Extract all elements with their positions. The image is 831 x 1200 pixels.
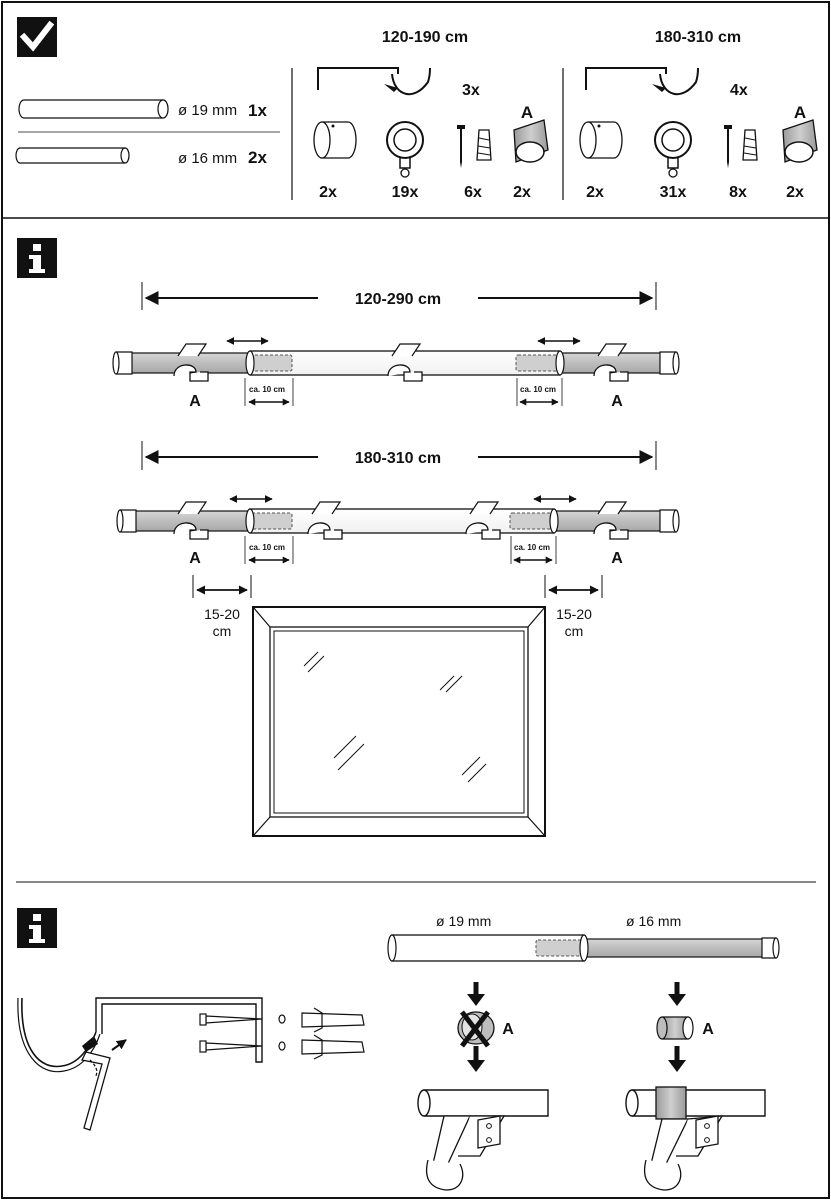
rod2-label-right: A bbox=[611, 550, 623, 567]
set1-ring-qty: 19x bbox=[392, 184, 419, 201]
set2-ring-qty: 31x bbox=[660, 184, 687, 201]
window-illustration bbox=[252, 606, 546, 837]
rod-19-qty: 1x bbox=[248, 101, 267, 120]
info-icon bbox=[17, 908, 57, 948]
rod2-overlap-left: ca. 10 cm bbox=[249, 543, 285, 552]
bracket-holder bbox=[593, 343, 629, 382]
rod1-label-left: A bbox=[189, 393, 201, 410]
rod-16mm bbox=[15, 147, 130, 164]
rod2-range: 180-310 cm bbox=[355, 450, 441, 467]
wall-bracket-mounting bbox=[17, 997, 365, 1131]
check-icon bbox=[17, 17, 57, 57]
set1-screw-qty: 6x bbox=[464, 184, 482, 201]
set2-bracket-qty: 4x bbox=[730, 82, 748, 99]
bracket-icon bbox=[317, 67, 431, 96]
end-cap-icon bbox=[313, 121, 357, 159]
rod1-label-right: A bbox=[611, 393, 623, 410]
bracket-holder bbox=[387, 343, 423, 382]
connector-a-icon bbox=[513, 119, 549, 163]
set2-range: 180-310 cm bbox=[655, 29, 741, 46]
set2-connector-qty: 2x bbox=[786, 184, 804, 201]
bottom-label-wrong: A bbox=[502, 1021, 514, 1038]
rod1-overlap-right: ca. 10 cm bbox=[520, 385, 556, 394]
set1-endcap-qty: 2x bbox=[319, 184, 337, 201]
set1-bracket-qty: 3x bbox=[462, 82, 480, 99]
rod-in-bracket-wrong bbox=[417, 1089, 549, 1191]
connector-right bbox=[656, 982, 694, 1072]
connector-a-icon bbox=[782, 119, 818, 163]
end-cap-icon bbox=[579, 121, 623, 159]
curtain-ring-icon bbox=[654, 121, 692, 178]
rod1-range: 120-290 cm bbox=[355, 291, 441, 308]
offset-left-value: 15-20 bbox=[204, 606, 240, 622]
set1-connector-qty: 2x bbox=[513, 184, 531, 201]
bracket-icon bbox=[585, 67, 699, 96]
telescopic-rod bbox=[387, 934, 780, 962]
rod1-overlap-left: ca. 10 cm bbox=[249, 385, 285, 394]
offset-right-unit: cm bbox=[565, 623, 584, 639]
bracket-holder bbox=[593, 501, 629, 540]
rod-16-diameter: ø 16 mm bbox=[178, 150, 237, 167]
bracket-holder bbox=[173, 343, 209, 382]
bottom-dia-19: ø 19 mm bbox=[436, 913, 491, 929]
set2-connector-label: A bbox=[794, 103, 806, 122]
rod-16-qty: 2x bbox=[248, 148, 267, 167]
rod2-label-left: A bbox=[189, 550, 201, 567]
rod-in-bracket-right bbox=[625, 1086, 766, 1191]
bracket-holder bbox=[465, 501, 501, 540]
info-icon bbox=[17, 238, 57, 278]
offset-right-value: 15-20 bbox=[556, 606, 592, 622]
bracket-holder bbox=[173, 501, 209, 540]
rod-19mm bbox=[18, 99, 169, 119]
rod2-assembly bbox=[116, 508, 680, 534]
bracket-holder bbox=[307, 501, 343, 540]
rod2-overlap-right: ca. 10 cm bbox=[514, 543, 550, 552]
curtain-ring-icon bbox=[386, 121, 424, 178]
bottom-dia-16: ø 16 mm bbox=[626, 913, 681, 929]
set2-endcap-qty: 2x bbox=[586, 184, 604, 201]
rod-19-diameter: ø 19 mm bbox=[178, 102, 237, 119]
set2-screw-qty: 8x bbox=[729, 184, 747, 201]
connector-wrong bbox=[457, 982, 495, 1072]
screw-and-dowel-icon bbox=[724, 125, 758, 168]
set1-range: 120-190 cm bbox=[382, 29, 468, 46]
set1-connector-label: A bbox=[521, 103, 533, 122]
bottom-label-right: A bbox=[702, 1021, 714, 1038]
screw-and-dowel-icon bbox=[457, 125, 492, 168]
offset-left-unit: cm bbox=[213, 623, 232, 639]
